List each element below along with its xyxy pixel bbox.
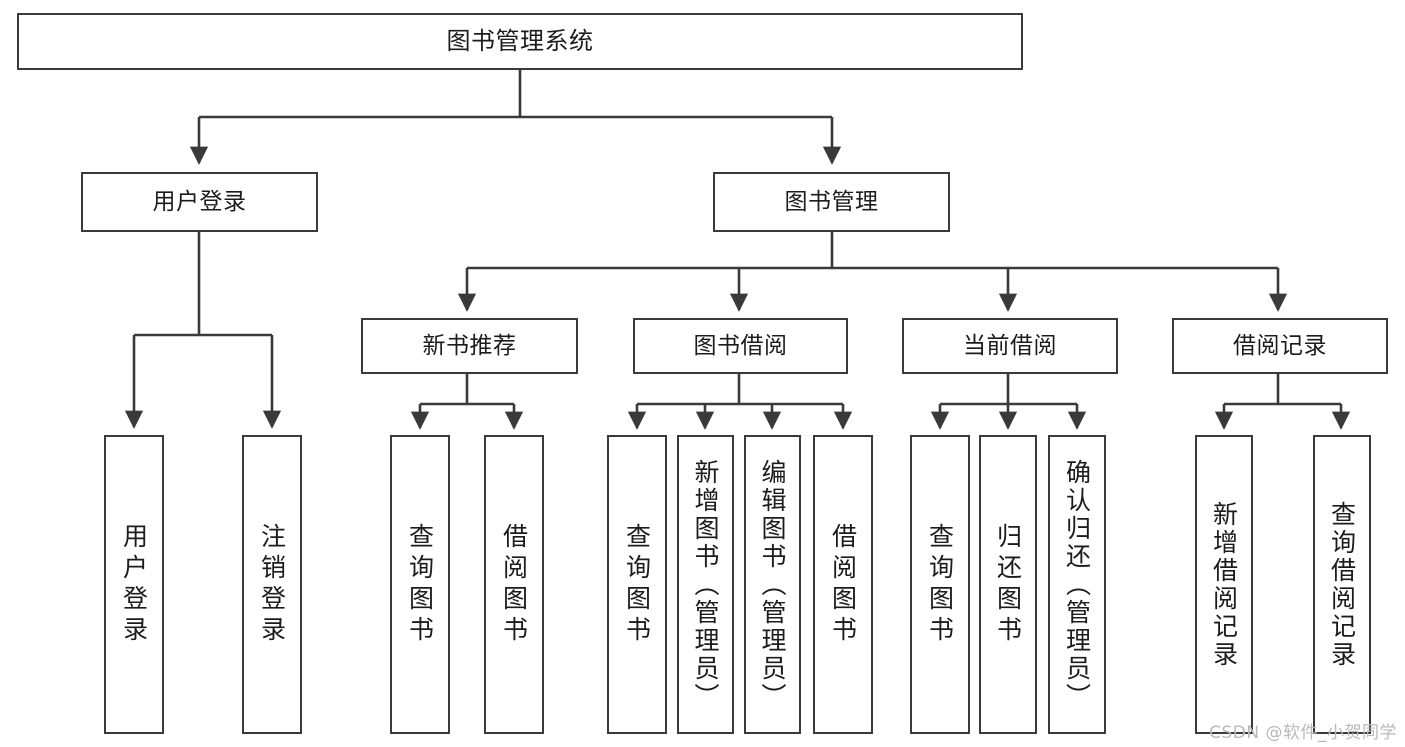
node-borrow-record[interactable]: 借阅记录 bbox=[1172, 318, 1388, 374]
leaf-current-confirm-return-admin[interactable]: 确认归还（管理员） bbox=[1048, 435, 1106, 734]
node-label: 图书管理 bbox=[784, 188, 879, 215]
leaf-current-query-book[interactable]: 查询图书 bbox=[910, 435, 970, 734]
node-label: 编辑图书（管理员） bbox=[758, 458, 787, 711]
node-label: 图书管理系统 bbox=[446, 26, 594, 55]
leaf-record-query-record[interactable]: 查询借阅记录 bbox=[1313, 435, 1371, 734]
node-book-management[interactable]: 图书管理 bbox=[713, 172, 950, 232]
leaf-recommend-query-book[interactable]: 查询图书 bbox=[390, 435, 450, 734]
leaf-record-add-record[interactable]: 新增借阅记录 bbox=[1195, 435, 1253, 734]
node-label: 借阅记录 bbox=[1233, 332, 1327, 359]
node-user-login[interactable]: 用户登录 bbox=[81, 172, 318, 232]
leaf-borrow-query-book[interactable]: 查询图书 bbox=[607, 435, 667, 734]
node-label: 注销登录 bbox=[257, 522, 287, 647]
leaf-user-login-logout[interactable]: 注销登录 bbox=[242, 435, 302, 734]
leaf-current-return-book[interactable]: 归还图书 bbox=[979, 435, 1037, 734]
node-label: 查询图书 bbox=[925, 522, 955, 647]
node-label: 借阅图书 bbox=[828, 522, 858, 647]
leaf-borrow-borrow-book[interactable]: 借阅图书 bbox=[813, 435, 873, 734]
node-label: 当前借阅 bbox=[963, 332, 1057, 359]
node-label: 归还图书 bbox=[993, 522, 1023, 647]
node-label: 借阅图书 bbox=[499, 522, 529, 647]
leaf-user-login-login[interactable]: 用户登录 bbox=[104, 435, 164, 734]
watermark: CSDN @软件_小贺同学 bbox=[1209, 723, 1397, 743]
node-label: 确认归还（管理员） bbox=[1062, 458, 1092, 711]
node-label: 查询图书 bbox=[622, 522, 652, 647]
node-new-book-recommend[interactable]: 新书推荐 bbox=[361, 318, 578, 374]
leaf-borrow-edit-book-admin[interactable]: 编辑图书（管理员） bbox=[744, 435, 801, 734]
node-label: 用户登录 bbox=[119, 522, 149, 647]
leaf-recommend-borrow-book[interactable]: 借阅图书 bbox=[484, 435, 544, 734]
node-root-system[interactable]: 图书管理系统 bbox=[17, 13, 1023, 70]
node-label: 新增图书（管理员） bbox=[691, 458, 720, 711]
leaf-borrow-add-book-admin[interactable]: 新增图书（管理员） bbox=[677, 435, 734, 734]
node-label: 图书借阅 bbox=[693, 332, 788, 359]
node-book-borrow[interactable]: 图书借阅 bbox=[633, 318, 848, 374]
node-current-borrow[interactable]: 当前借阅 bbox=[902, 318, 1118, 374]
node-label: 查询借阅记录 bbox=[1327, 500, 1357, 669]
node-label: 用户登录 bbox=[152, 188, 247, 215]
node-label: 新增借阅记录 bbox=[1209, 500, 1239, 669]
node-label: 查询图书 bbox=[405, 522, 435, 647]
node-label: 新书推荐 bbox=[422, 332, 517, 359]
